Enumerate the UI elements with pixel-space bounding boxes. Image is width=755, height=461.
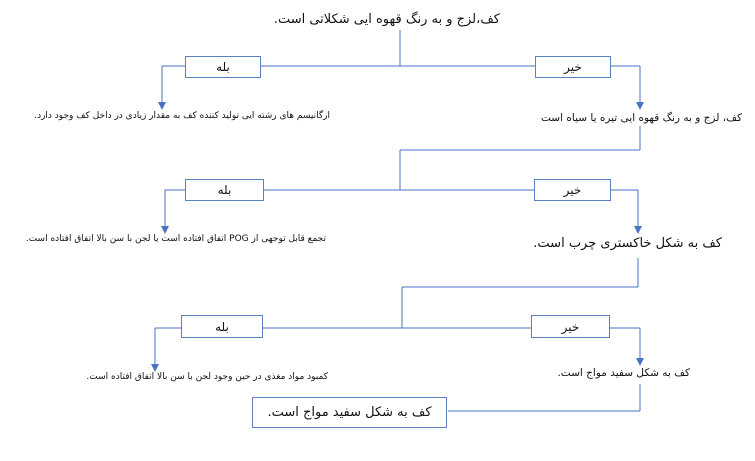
q2-yes-result: تجمع قابل توجهی از POG اتفاق افتاده است … — [25, 234, 326, 244]
question-3: کف به شکل خاکستری چرب است. — [533, 236, 722, 251]
q3-no-box: خیر — [531, 315, 610, 338]
q1-yes-box: بله — [185, 56, 261, 78]
q2-no-box: خیر — [534, 179, 611, 201]
question-4: کف به شکل سفید مواج است. — [557, 367, 690, 379]
q1-yes-result: ارگانیسم های رشته ایی تولید کننده کف به … — [34, 111, 330, 121]
q3-yes-box: بله — [181, 315, 263, 338]
q2-yes-box: بله — [185, 179, 264, 201]
q3-yes-result: کمبود مواد مغذی در حین وجود لجن با سن با… — [86, 372, 328, 382]
question-1: کف،لزج و به رنگ قهوه ایی شکلاتی است. — [273, 12, 500, 27]
q1-no-box: خیر — [535, 56, 611, 78]
question-2: کف، لزج و به رنگ قهوه ایی تیره یا سیاه ا… — [541, 112, 742, 124]
final-result-box: کف به شکل سفید مواج است. — [252, 397, 447, 428]
